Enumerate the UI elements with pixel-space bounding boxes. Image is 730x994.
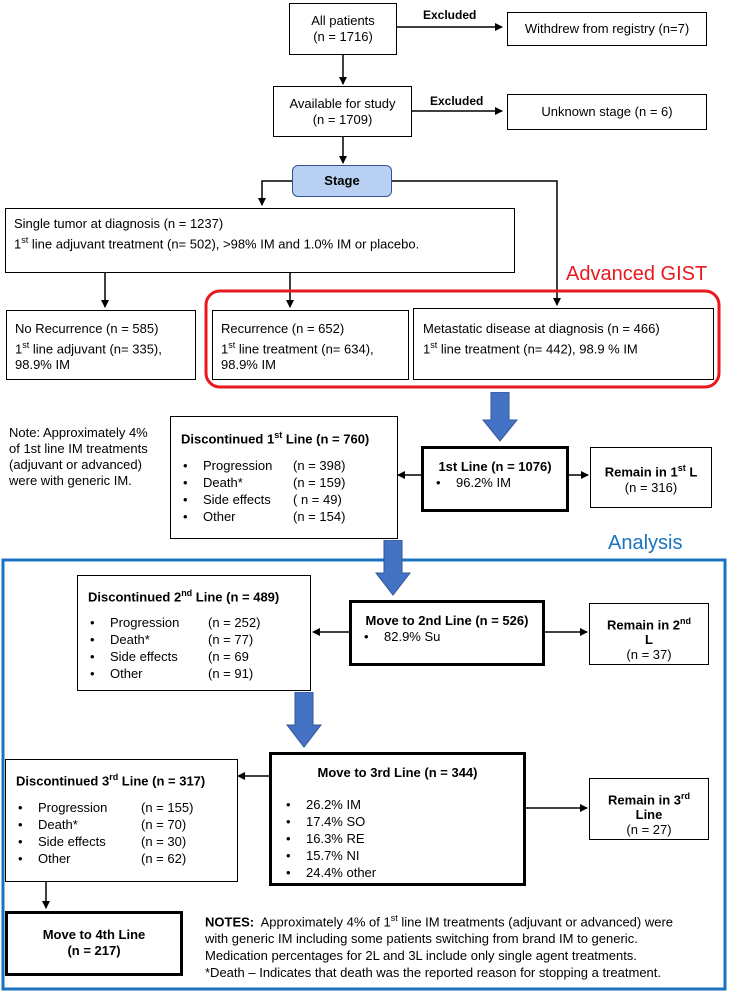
list-item: 24.4% other [284,865,511,882]
no-recurrence-box: No Recurrence (n = 585) 1st line adjuvan… [6,310,196,380]
unknown-stage-text: Unknown stage (n = 6) [541,104,673,119]
list-item: 96.2% IM [434,475,556,492]
list-item: Other(n = 62) [16,851,227,868]
excluded-label-1: Excluded [423,8,477,22]
stage-label: Stage [324,173,360,188]
list-item: 26.2% IM [284,797,511,814]
advanced-gist-label: Advanced GIST [566,263,708,285]
no-recurrence-line2: 1st line adjuvant (n= 335), [15,340,162,357]
fat-arrow-to-2nd-line [375,540,411,596]
unknown-stage-box: Unknown stage (n = 6) [507,94,707,130]
discontinued-1st-line-title: Discontinued 1st Line (n = 760) [181,430,370,447]
fat-arrow-to-1st-line [482,392,518,442]
remain-1st-line-count: (n = 316) [624,480,678,496]
single-tumor-box: Single tumor at diagnosis (n = 1237) 1st… [5,208,515,273]
list-item: Side effects( n = 49) [181,492,387,509]
first-line-title: 1st Line (n = 1076) [438,459,552,474]
notes-line3: Medication percentages for 2L and 3L inc… [205,948,637,964]
list-item: Progression(n = 398) [181,458,387,475]
list-item: Side effects(n = 69 [88,649,300,666]
list-item: 82.9% Su [362,629,532,646]
excluded-label-2: Excluded [430,94,484,108]
list-item: 15.7% NI [284,848,511,865]
discontinued-2nd-line-title: Discontinued 2nd Line (n = 489) [88,588,280,605]
recurrence-box: Recurrence (n = 652) 1st line treatment … [212,310,409,380]
all-patients-box: All patients (n = 1716) [289,3,397,55]
all-patients-count: (n = 1716) [313,29,373,44]
recurrence-line3: 98.9% IM [221,357,276,373]
second-line-box: Move to 2nd Line (n = 526) 82.9% Su [349,600,545,666]
first-line-box: 1st Line (n = 1076) 96.2% IM [421,446,569,512]
list-item: 16.3% RE [284,831,511,848]
notes-line1: NOTES: Approximately 4% of 1st line IM t… [205,913,674,930]
all-patients-label: All patients [311,13,375,28]
analysis-outline [1,558,727,991]
list-item: Progression(n = 252) [88,615,300,632]
list-item: Side effects(n = 30) [16,834,227,851]
single-tumor-line2: 1st line adjuvant treatment (n= 502), >9… [14,235,420,252]
single-tumor-line1: Single tumor at diagnosis (n = 1237) [14,216,224,231]
metastatic-line2: 1st line treatment (n= 442), 98.9 % IM [423,340,638,357]
metastatic-box: Metastatic disease at diagnosis (n = 466… [413,308,714,380]
list-item: Progression(n = 155) [16,800,227,817]
list-item: Death*(n = 159) [181,475,387,492]
third-line-box: Move to 3rd Line (n = 344) 26.2% IM 17.4… [269,752,526,886]
remain-1st-line-box: Remain in 1st L (n = 316) [590,447,712,508]
available-box: Available for study (n = 1709) [273,86,412,137]
generic-im-note: Note: Approximately 4% of 1st line IM tr… [9,425,148,488]
withdrew-text: Withdrew from registry (n=7) [524,21,690,36]
no-recurrence-line3: 98.9% IM [15,357,70,373]
remain-1st-line-title: Remain in 1st L [604,463,698,480]
list-item: Other(n = 91) [88,666,300,683]
fourth-line-title: Move to 4th Line [42,927,146,942]
third-line-title: Move to 3rd Line (n = 344) [317,765,478,780]
discontinued-2nd-line-box: Discontinued 2nd Line (n = 489) Progress… [77,575,311,691]
analysis-label: Analysis [608,532,683,554]
stage-box: Stage [292,165,392,197]
metastatic-line1: Metastatic disease at diagnosis (n = 466… [423,321,660,336]
notes-line4: *Death – Indicates that death was the re… [205,965,662,981]
remain-3rd-line-count: (n = 27) [626,822,672,838]
discontinued-3rd-line-title: Discontinued 3rd Line (n = 317) [16,772,206,789]
second-line-title: Move to 2nd Line (n = 526) [365,613,529,628]
list-item: Other(n = 154) [181,509,387,526]
fat-arrow-to-3rd-line [286,692,322,748]
notes-block: NOTES: Approximately 4% of 1st line IM t… [205,910,720,981]
withdrew-box: Withdrew from registry (n=7) [507,12,707,46]
available-label: Available for study [289,96,396,111]
discontinued-1st-line-box: Discontinued 1st Line (n = 760) Progress… [170,416,398,539]
fourth-line-count: (n = 217) [67,943,121,958]
no-recurrence-line1: No Recurrence (n = 585) [15,321,159,336]
list-item: Death*(n = 70) [16,817,227,834]
advanced-gist-outline [204,289,721,389]
discontinued-3rd-line-box: Discontinued 3rd Line (n = 317) Progress… [5,759,238,882]
list-item: Death*(n = 77) [88,632,300,649]
recurrence-line2: 1st line treatment (n= 634), [221,340,374,357]
available-count: (n = 1709) [312,112,373,127]
fourth-line-box: Move to 4th Line (n = 217) [5,911,183,976]
remain-2nd-line-count: (n = 37) [626,647,672,663]
notes-line2: with generic IM including some patients … [205,931,638,947]
list-item: 17.4% SO [284,814,511,831]
recurrence-line1: Recurrence (n = 652) [221,321,345,336]
